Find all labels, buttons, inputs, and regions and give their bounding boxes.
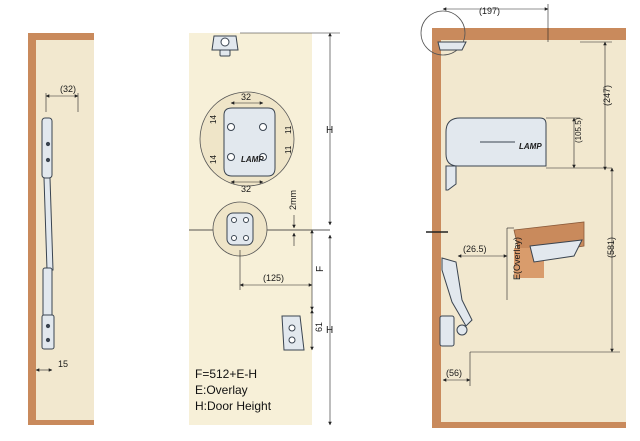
middle-dim-2mm: 2mm xyxy=(288,190,298,210)
right-dim-247: (247) xyxy=(602,85,612,106)
middle-view: LAMP 32 32 14 14 11 11 2mm (125) H xyxy=(189,32,340,426)
left-view: (32) 15 xyxy=(28,33,94,425)
hinge-dim-left-top: 14 xyxy=(209,115,218,124)
hinge-plate xyxy=(223,107,276,177)
door-height-note: H:Door Height xyxy=(195,399,272,413)
overlay-detail xyxy=(513,221,585,278)
middle-label-f: F xyxy=(315,266,326,272)
formula-note: F=512+E-H xyxy=(195,367,257,381)
right-brand-logo: LAMP xyxy=(519,142,542,151)
right-lift-box xyxy=(445,117,547,167)
right-dim-56: (56) xyxy=(446,368,462,378)
left-dim-top: (32) xyxy=(60,84,76,94)
right-label-overlay: E(Overlay) xyxy=(512,237,522,280)
hinge-plate-small xyxy=(226,212,254,246)
hinge-dim-bottom-width: 32 xyxy=(241,184,251,194)
overlay-note: E:Overlay xyxy=(195,383,248,397)
middle-label-h-lower: H xyxy=(326,325,333,336)
hinge-dim-left-bottom: 14 xyxy=(209,155,218,164)
brand-logo: LAMP xyxy=(241,155,264,164)
middle-dim-61: 61 xyxy=(314,322,324,332)
right-dim-581: (581) xyxy=(606,237,616,258)
middle-label-h-upper: H xyxy=(326,125,333,136)
left-lift-mechanism xyxy=(41,117,55,350)
bottom-bracket xyxy=(281,315,305,351)
right-detail-circle xyxy=(420,10,466,56)
right-view: (197) (247) LAMP (105.5) (581) xyxy=(420,4,626,428)
middle-dim-125: (125) xyxy=(263,273,284,283)
right-dim-197: (197) xyxy=(479,6,500,16)
hinge-dim-top-width: 32 xyxy=(241,92,251,102)
lock-icon xyxy=(211,35,239,57)
right-dim-26-5: (26.5) xyxy=(463,244,487,254)
hinge-dim-right-bottom: 11 xyxy=(284,145,293,154)
right-dim-105-5: (105.5) xyxy=(574,117,583,143)
hinge-dim-right-top: 11 xyxy=(284,125,293,134)
left-dim-bottom: 15 xyxy=(58,359,68,369)
right-lift-arm xyxy=(439,165,473,347)
